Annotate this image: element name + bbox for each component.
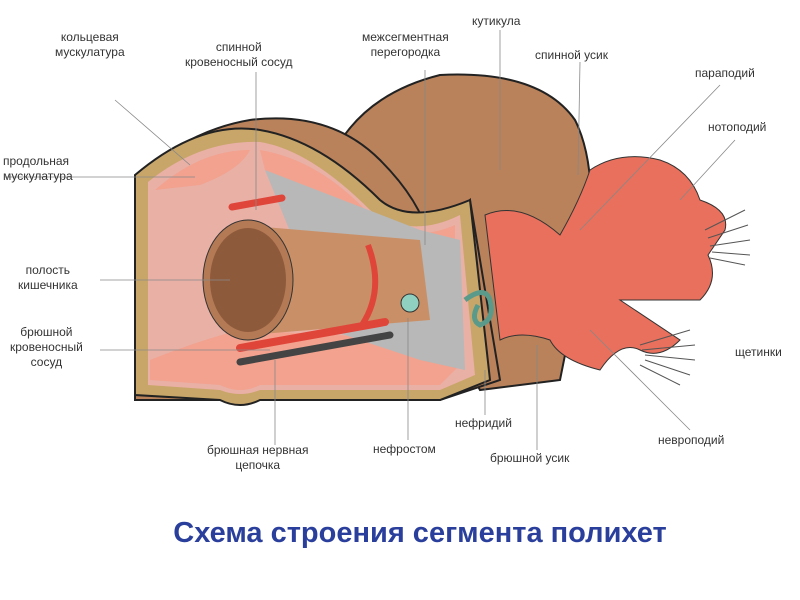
chaetae-lower [639, 329, 696, 386]
label-line: межсегментная [362, 30, 449, 44]
nerve-cord-shape [236, 331, 394, 366]
label-line: перегородка [370, 45, 441, 59]
ventral-vessel-shape [236, 318, 389, 352]
label-line: мускулатура [55, 45, 125, 59]
label-line: сосуд [30, 355, 63, 369]
label-line: цепочка [235, 458, 281, 472]
label-line: мускулатура [3, 169, 73, 183]
label-line: кольцевая [60, 30, 119, 44]
label-line: спинной [215, 40, 262, 54]
label-line: кишечника [18, 278, 78, 292]
ring-vessel-shape [359, 243, 379, 327]
label-line: кровеносный [10, 340, 83, 354]
dorsal-vessel-shape [228, 194, 286, 211]
leader-lines [5, 30, 736, 450]
label-line: полость [25, 263, 71, 277]
chaetae-upper [704, 209, 751, 266]
label-line: кровеносный сосуд [185, 55, 293, 69]
label-line: брюшная нервная [207, 443, 309, 457]
longitudinal-muscle [150, 150, 460, 390]
label-line: брюшной [20, 325, 73, 339]
label-neuropodium: невроподий [658, 433, 725, 447]
gut-lumen [210, 228, 286, 332]
parapodium-shape [484, 156, 727, 371]
nephridium-shape [463, 290, 494, 328]
label-nephrostome: нефростом [373, 442, 436, 456]
label-dorsal-cirrus: спинной усик [535, 48, 608, 62]
nephrostome-shape [400, 293, 420, 313]
label-cuticle: кутикула [472, 14, 521, 28]
label-nephridium: нефридий [455, 416, 512, 430]
diagram-title: Схема строения сегмента полихет [173, 517, 667, 549]
label-ventral-cirrus: брюшной усик [490, 451, 570, 465]
label-parapodium: параподий [695, 66, 755, 80]
label-chaetae: щетинки [735, 345, 782, 359]
label-line: продольная [3, 154, 70, 168]
label-notopodium: нотоподий [708, 120, 767, 134]
